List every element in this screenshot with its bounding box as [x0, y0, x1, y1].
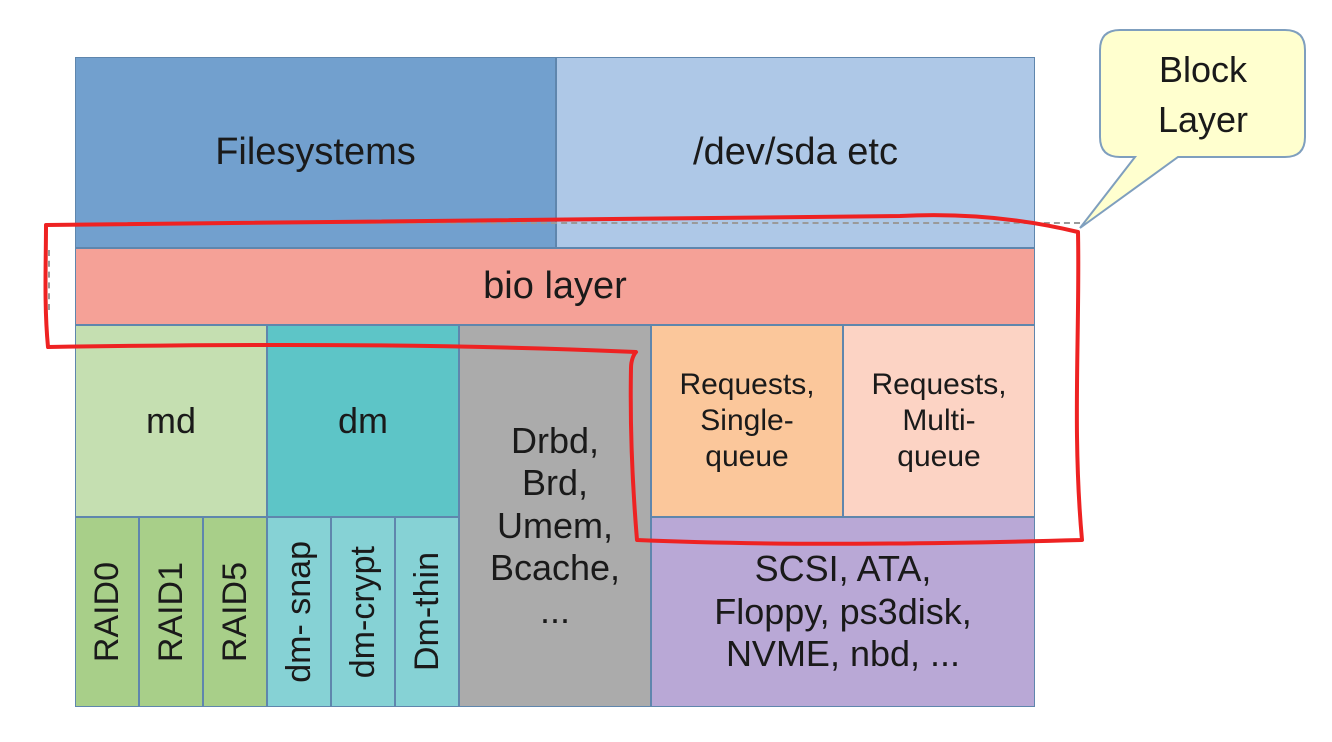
filesystems-box: Filesystems [75, 57, 556, 248]
dev-sda-box: /dev/sda etc [556, 57, 1035, 248]
requests-multi-queue-text: Requests, Multi- queue [871, 367, 1006, 475]
dev-sda-label: /dev/sda etc [693, 130, 898, 173]
callout-line-1: Block [1159, 49, 1248, 90]
requests-single-line: queue [705, 440, 789, 473]
raid1-box: RAID1 [139, 517, 203, 707]
hardware-drivers-box: SCSI, ATA, Floppy, ps3disk, NVME, nbd, .… [651, 517, 1035, 707]
drivers-line: Bcache, [489, 547, 621, 589]
dm-thin-box: Dm-thin [395, 517, 459, 707]
drivers-line: ... [539, 589, 570, 631]
raid5-box: RAID5 [203, 517, 267, 707]
hardware-line: Floppy, ps3disk, [714, 590, 972, 632]
md-box: md [75, 325, 267, 517]
drivers-line: Drbd, [510, 419, 599, 461]
raid1-label: RAID1 [152, 561, 190, 663]
requests-multi-line: Requests, [871, 368, 1007, 401]
dm-crypt-label: dm-crypt [344, 545, 382, 679]
drivers-line: Brd, [521, 462, 588, 504]
hardware-line: NVME, nbd, ... [725, 633, 961, 675]
bio-layer-label: bio layer [483, 264, 627, 307]
block-layer-callout [1079, 29, 1306, 229]
hardware-drivers-text: SCSI, ATA, Floppy, ps3disk, NVME, nbd, .… [714, 548, 971, 675]
dm-snap-label: dm- snap [280, 541, 318, 683]
drivers-text: Drbd, Brd, Umem, Bcache, ... [490, 420, 620, 632]
raid0-box: RAID0 [75, 517, 139, 707]
dm-box: dm [267, 325, 459, 517]
dm-label: dm [337, 399, 388, 441]
dm-crypt-box: dm-crypt [331, 517, 395, 707]
requests-single-line: Single- [700, 404, 794, 437]
requests-single-line: Requests, [679, 368, 815, 401]
dashed-guide-top [360, 222, 1080, 224]
bio-layer-box: bio layer [75, 248, 1035, 325]
dm-snap-box: dm- snap [267, 517, 331, 707]
filesystems-label: Filesystems [215, 130, 416, 173]
dashed-guide-left [48, 250, 50, 310]
requests-multi-line: Multi- [902, 404, 976, 437]
requests-multi-queue-box: Requests, Multi- queue [843, 325, 1035, 517]
callout-line-2: Layer [1158, 99, 1248, 140]
requests-single-queue-text: Requests, Single- queue [679, 367, 814, 475]
drivers-line: Umem, [496, 504, 613, 546]
hardware-line: SCSI, ATA, [754, 548, 932, 590]
requests-multi-line: queue [897, 440, 981, 473]
raid5-label: RAID5 [216, 561, 254, 663]
requests-single-queue-box: Requests, Single- queue [651, 325, 843, 517]
drivers-box: Drbd, Brd, Umem, Bcache, ... [459, 325, 651, 707]
raid0-label: RAID0 [88, 561, 126, 663]
dm-thin-label: Dm-thin [408, 552, 446, 672]
md-label: md [145, 399, 196, 441]
